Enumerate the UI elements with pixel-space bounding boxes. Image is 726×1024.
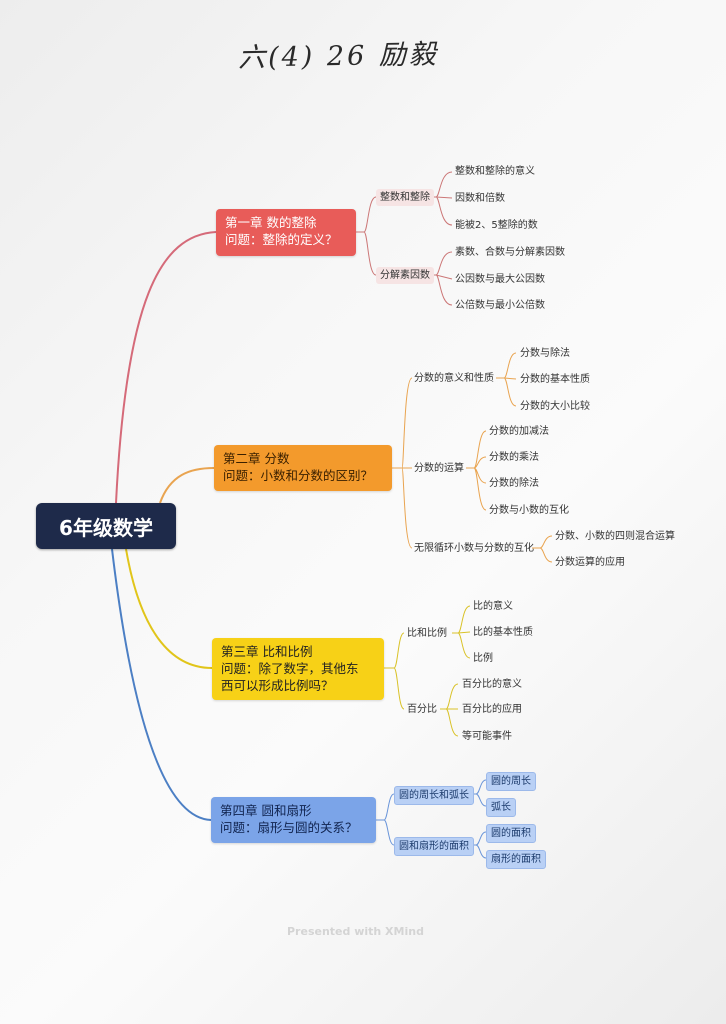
connector-ch3 xyxy=(125,548,213,669)
ch2-group-3[interactable]: 无限循环小数与分数的互化 xyxy=(414,543,534,554)
ch2-g1-item-3[interactable]: 分数的大小比较 xyxy=(520,401,590,412)
ch2-g2-item-4[interactable]: 分数与小数的互化 xyxy=(489,505,569,516)
chapter-2-title: 第二章 分数 xyxy=(223,451,290,466)
ch1-group-1[interactable]: 整数和整除 xyxy=(376,189,434,206)
ch3-g2-item-2[interactable]: 百分比的应用 xyxy=(462,704,522,715)
ch4-g1-item-2[interactable]: 弧长 xyxy=(486,798,516,817)
ch1-g1-item-1[interactable]: 整数和整除的意义 xyxy=(455,166,535,177)
ch3-g2-item-1[interactable]: 百分比的意义 xyxy=(462,679,522,690)
chapter-2-node[interactable]: 第二章 分数 问题：小数和分数的区别？ xyxy=(214,445,392,491)
ch1-group-2[interactable]: 分解素因数 xyxy=(376,267,434,284)
ch3-g1-item-3[interactable]: 比例 xyxy=(473,653,493,664)
xmind-watermark: Presented with XMind xyxy=(287,925,424,938)
ch3-g1-item-2[interactable]: 比的基本性质 xyxy=(473,627,533,638)
ch2-group-1[interactable]: 分数的意义和性质 xyxy=(414,373,494,384)
connector-ch2 xyxy=(159,467,215,504)
chapter-1-title: 第一章 数的整除 xyxy=(225,215,317,230)
central-topic[interactable]: 6年级数学 xyxy=(36,503,176,549)
chapter-1-question: 问题：整除的定义？ xyxy=(225,232,338,247)
ch4-g1-item-1[interactable]: 圆的周长 xyxy=(486,772,536,791)
ch1-g2-item-2[interactable]: 公因数与最大公因数 xyxy=(455,274,545,285)
chapter-1-node[interactable]: 第一章 数的整除 问题：整除的定义？ xyxy=(216,209,356,256)
chapter-4-title: 第四章 圆和扇形 xyxy=(220,803,312,818)
chapter-3-title: 第三章 比和比例 xyxy=(221,644,313,659)
ch2-g2-item-3[interactable]: 分数的除法 xyxy=(489,478,539,489)
ch2-g1-item-1[interactable]: 分数与除法 xyxy=(520,348,570,359)
ch4-g2-item-1[interactable]: 圆的面积 xyxy=(486,824,536,843)
chapter-3-question-line-1: 问题：除了数字，其他东 xyxy=(221,661,359,676)
chapter-3-question-line-2: 西可以形成比例吗？ xyxy=(221,678,334,693)
ch1-g2-item-1[interactable]: 素数、合数与分解素因数 xyxy=(455,247,565,258)
ch2-g1-item-2[interactable]: 分数的基本性质 xyxy=(520,374,590,385)
ch2-branches xyxy=(392,352,553,563)
ch1-g1-item-2[interactable]: 因数和倍数 xyxy=(455,193,505,204)
handwritten-title: 六(4) 26 励毅 xyxy=(237,39,440,74)
ch2-g3-item-2[interactable]: 分数运算的应用 xyxy=(555,557,625,568)
ch2-g3-item-1[interactable]: 分数、小数的四则混合运算 xyxy=(555,531,675,542)
ch4-group-2[interactable]: 圆和扇形的面积 xyxy=(394,837,474,856)
ch1-g2-item-3[interactable]: 公倍数与最小公倍数 xyxy=(455,300,545,311)
chapter-3-node[interactable]: 第三章 比和比例 问题：除了数字，其他东 西可以形成比例吗？ xyxy=(212,638,384,700)
ch2-group-2[interactable]: 分数的运算 xyxy=(414,463,464,474)
ch4-group-1[interactable]: 圆的周长和弧长 xyxy=(394,786,474,805)
connector-ch4 xyxy=(111,548,212,821)
ch3-branches xyxy=(384,605,471,737)
chapter-2-question: 问题：小数和分数的区别？ xyxy=(223,468,374,483)
ch3-g2-item-3[interactable]: 等可能事件 xyxy=(462,731,512,742)
ch3-g1-item-1[interactable]: 比的意义 xyxy=(473,601,513,612)
ch2-g2-item-2[interactable]: 分数的乘法 xyxy=(489,452,539,463)
ch4-g2-item-2[interactable]: 扇形的面积 xyxy=(486,850,546,869)
ch2-g2-item-1[interactable]: 分数的加减法 xyxy=(489,426,549,437)
ch3-group-2[interactable]: 百分比 xyxy=(407,704,437,715)
chapter-4-node[interactable]: 第四章 圆和扇形 问题：扇形与圆的关系？ xyxy=(211,797,376,843)
connector-ch1 xyxy=(115,231,217,504)
ch3-group-1[interactable]: 比和比例 xyxy=(407,628,447,639)
ch1-g1-item-3[interactable]: 能被2、5整除的数 xyxy=(455,220,538,231)
chapter-4-question: 问题：扇形与圆的关系？ xyxy=(220,820,358,835)
